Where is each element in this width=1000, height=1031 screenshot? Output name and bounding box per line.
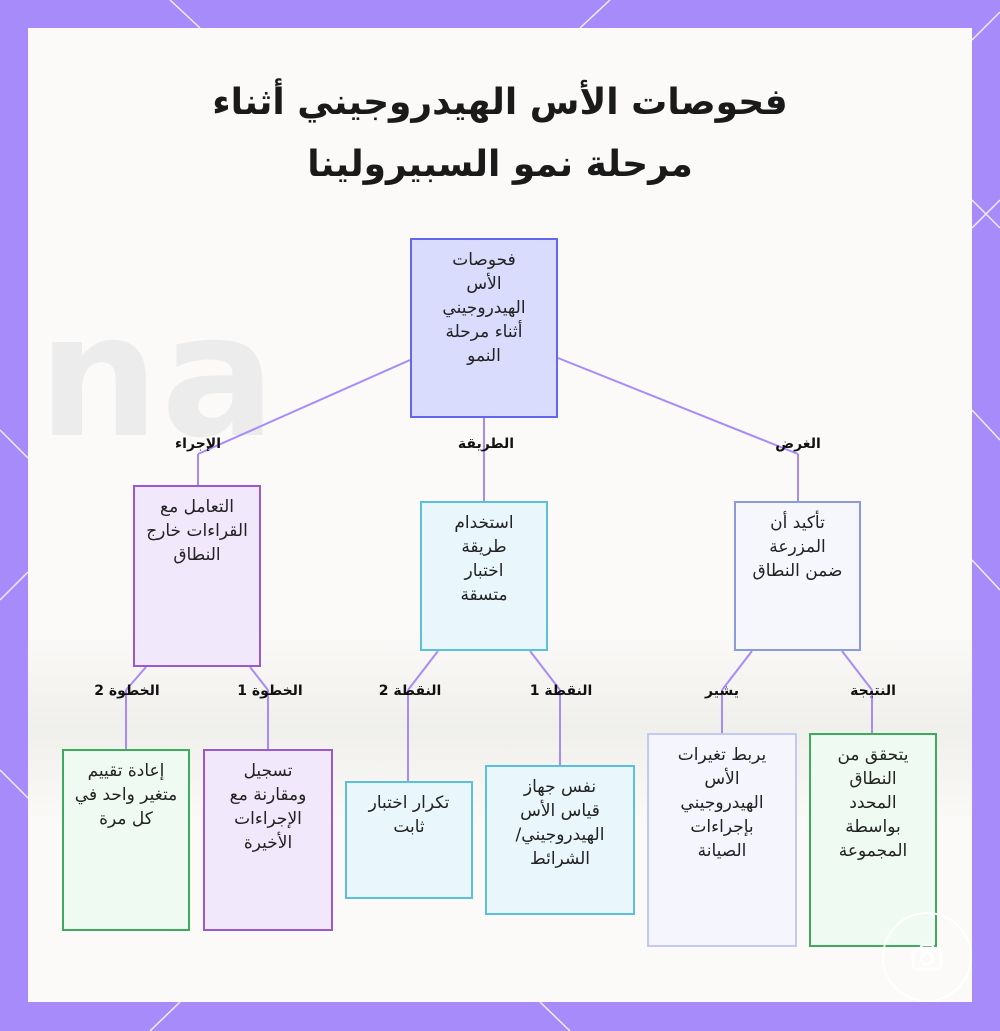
title-line-2: مرحلة نمو السبيرولينا: [307, 144, 693, 185]
edge-root-purpose: [557, 357, 799, 455]
edge-label-step2: الخطوة 2: [94, 683, 160, 699]
edge-procedure-step2: [125, 666, 147, 691]
node-procedure: التعامل مع القراءات خارج النطاق: [133, 485, 261, 667]
edge-label-result: النتيجة: [850, 683, 896, 699]
edge-method-point1: [529, 650, 561, 691]
node-purpose: تأكيد أن المزرعة ضمن النطاق: [734, 501, 861, 651]
edge-purpose-result: [841, 650, 873, 691]
node-method: استخدام طريقة اختبار متسقة: [420, 501, 548, 651]
edge-label-indicates: يشير: [705, 683, 739, 699]
edge-label-method: الطريقة: [457, 436, 515, 452]
node-step1: تسجيل ومقارنة مع الإجراءات الأخيرة: [203, 749, 333, 931]
edge-label-point2: النقطة 2: [378, 683, 442, 699]
edge-label-purpose: الغرض: [775, 436, 821, 452]
edge-purpose-indicates: [721, 650, 753, 691]
edge-label-point1: النقطة 1: [529, 683, 593, 699]
node-point1: نفس جهاز قياس الأس الهيدروجيني/ الشرائط: [485, 765, 635, 915]
edge-procedure-step1: [249, 666, 269, 691]
node-step2: إعادة تقييم متغير واحد في كل مرة: [62, 749, 190, 931]
edge-method-point2: [407, 650, 439, 691]
node-indicates: يربط تغيرات الأس الهيدروجيني بإجراءات ال…: [647, 733, 797, 947]
node-root: فحوصات الأس الهيدروجيني أثناء مرحلة النم…: [410, 238, 558, 418]
node-point2: تكرار اختبار ثابت: [345, 781, 473, 899]
page-title: فحوصات الأس الهيدروجيني أثناء مرحلة نمو …: [0, 72, 1000, 196]
edge-root-procedure: [197, 359, 411, 455]
node-result: يتحقق من النطاق المحدد بواسطة المجموعة: [809, 733, 937, 947]
background-watermark: na: [38, 278, 278, 476]
camera-icon: [911, 943, 943, 971]
edge-label-step1: الخطوة 1: [237, 683, 303, 699]
edge-label-procedure: الإجراء: [175, 436, 221, 452]
corner-badge: [882, 912, 972, 1002]
title-line-1: فحوصات الأس الهيدروجيني أثناء: [212, 82, 788, 123]
